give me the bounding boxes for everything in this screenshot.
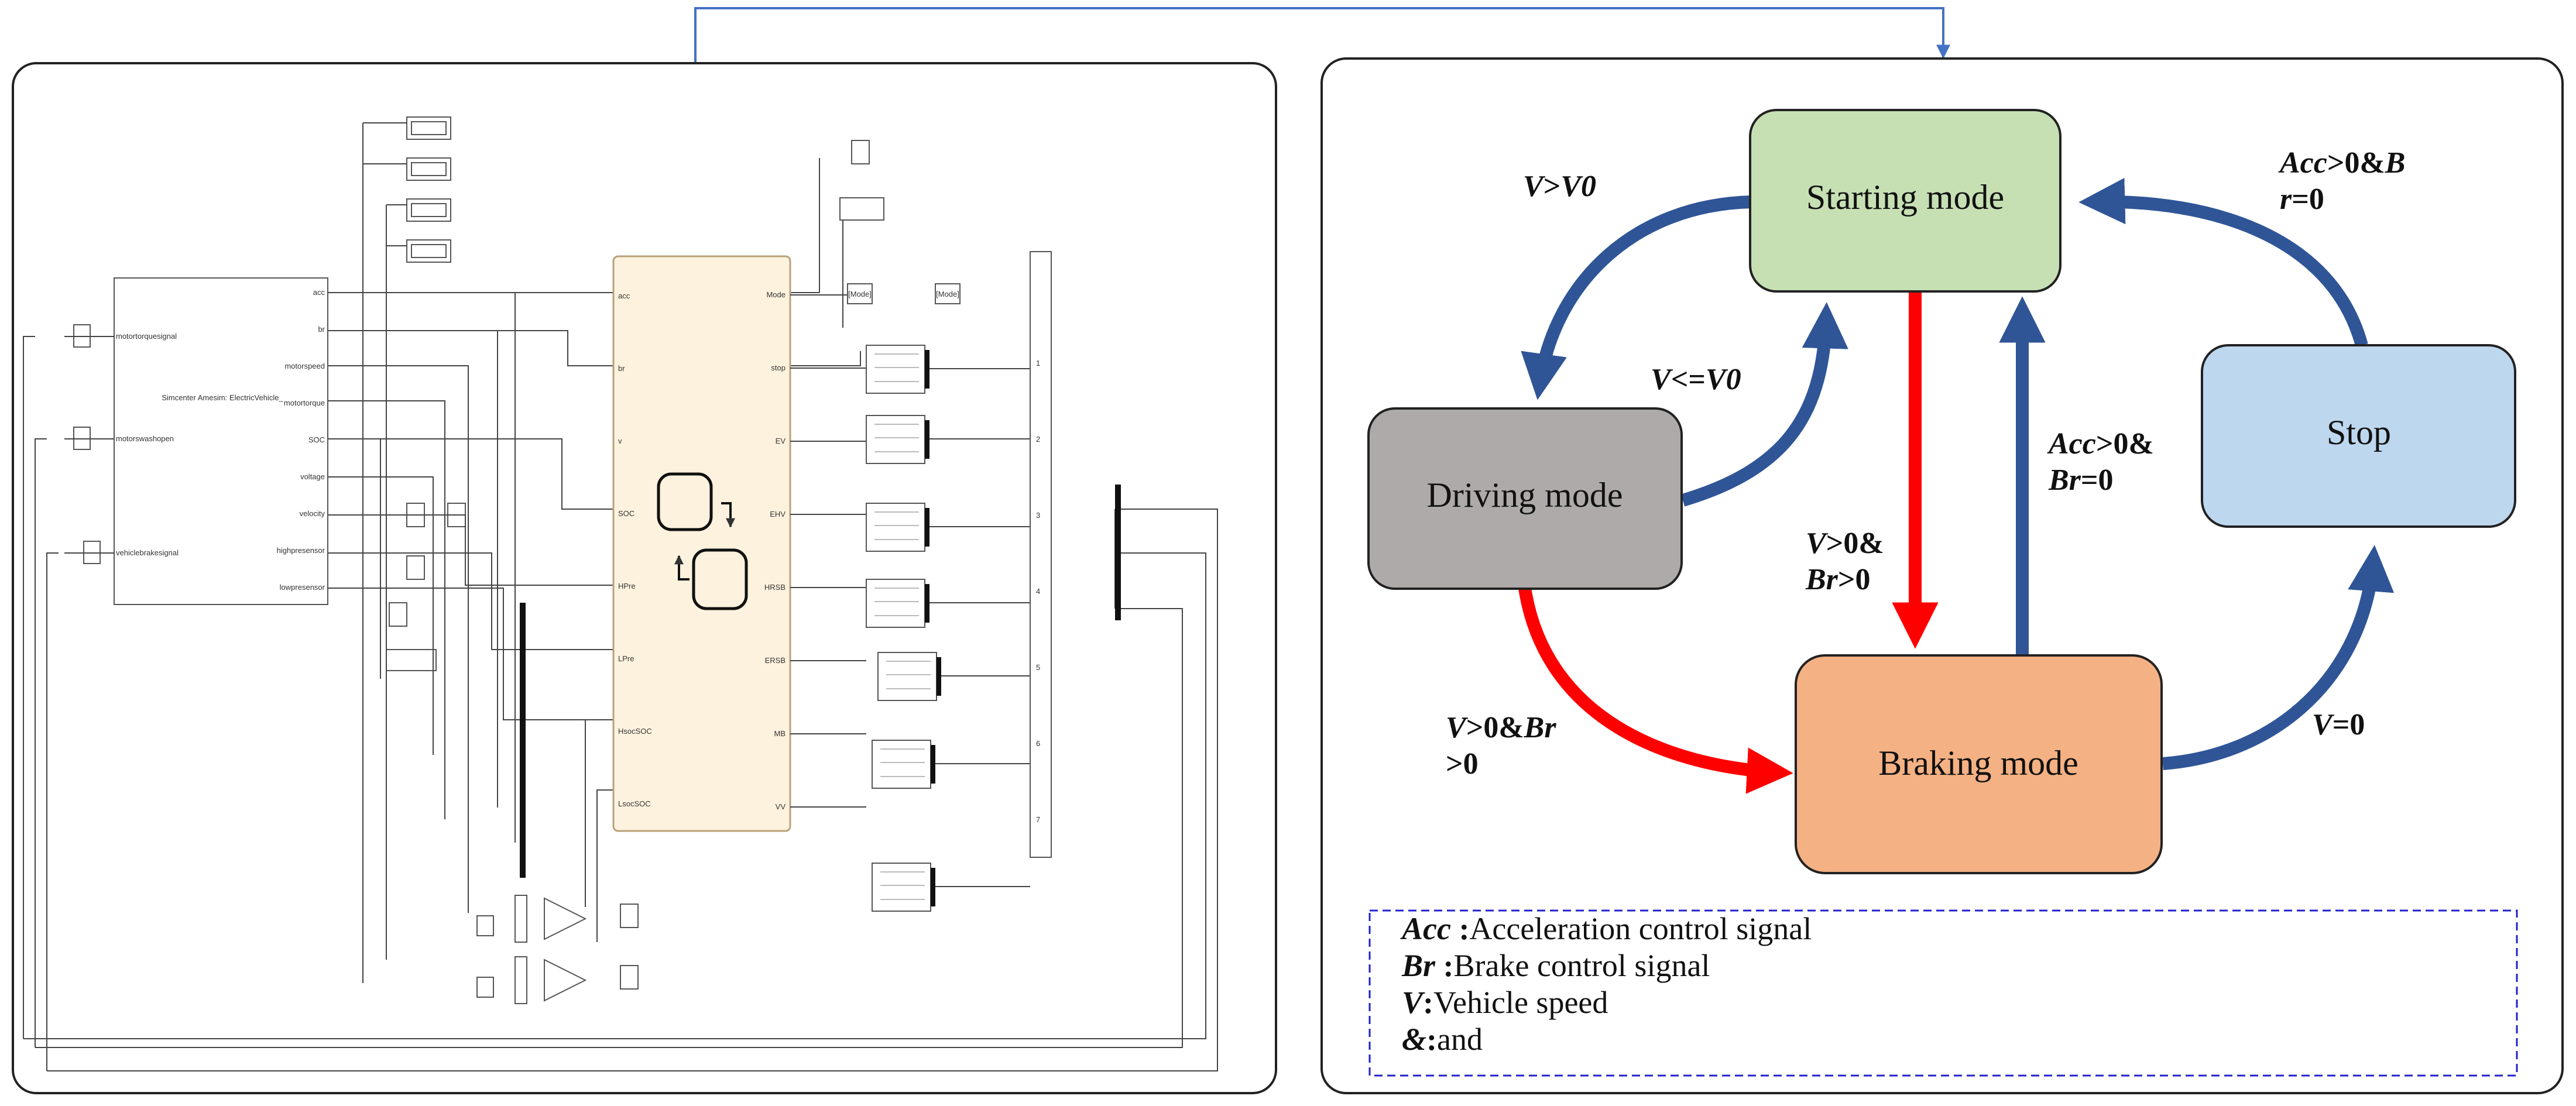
gain-blocks — [476, 895, 639, 1004]
state-machine-panel: Starting mode Driving mode Braking mode … — [1320, 57, 2564, 1094]
chart-input-port: br — [618, 364, 625, 373]
subsystem-block[interactable] — [872, 863, 1030, 912]
input-signal-label: motortorquesignal — [116, 332, 177, 341]
mux-port-label: 5 — [1036, 663, 1040, 672]
chart-input-port: HPre — [618, 582, 636, 590]
legend-row: V:Vehicle speed — [1402, 985, 1608, 1020]
chart-output-port: HRSB — [764, 583, 786, 592]
subsystem-blocks — [866, 345, 1030, 912]
mux-port-label: 4 — [1036, 587, 1040, 596]
chart-output-port: stop — [771, 363, 786, 372]
subsystem-block[interactable] — [872, 740, 1030, 789]
condition-start_to_drive: V>V0 — [1523, 170, 1596, 203]
mux-block: 1 2 3 4 5 6 7 — [1030, 251, 1052, 858]
mux-port-label: 6 — [1036, 739, 1040, 748]
mux-port-label: 7 — [1036, 815, 1040, 824]
subsystem-block[interactable] — [877, 652, 1030, 701]
state-driving-label: Driving mode — [1427, 476, 1623, 514]
vehicle-output-label: br — [318, 325, 325, 334]
chart-input-port: v — [618, 437, 622, 445]
chart-input-port: LsocSOC — [618, 799, 651, 808]
vehicle-output-label: voltage — [300, 472, 325, 481]
bus-bar-right — [1115, 485, 1121, 620]
chart-output-port: ERSB — [765, 656, 786, 665]
chart-input-port: SOC — [618, 509, 634, 518]
chart-output-port: VV — [776, 802, 786, 811]
state-starting-label: Starting mode — [1806, 178, 2004, 217]
legend-row: Br :Brake control signal — [1401, 948, 1710, 983]
goto-tags: [Mode] [Mode] — [839, 140, 961, 304]
arrow-drive-to-start — [1680, 302, 1848, 507]
vehicle-output-label: motortorque — [284, 399, 325, 407]
bus-bar-left — [520, 603, 526, 878]
chart-output-port: EHV — [770, 510, 786, 518]
mux-port-label: 3 — [1036, 511, 1040, 520]
vehicle-model-block[interactable]: Simcenter Amesim: ElectricVehicle_ acc br… — [114, 277, 328, 605]
subsystem-block[interactable] — [866, 503, 1030, 552]
subsystem-block[interactable] — [866, 415, 1030, 464]
state-driving[interactable]: Driving mode — [1367, 407, 1683, 590]
vehicle-output-label: highpresensor — [277, 546, 325, 555]
state-stop-label: Stop — [2327, 413, 2391, 452]
svg-text:[Mode]: [Mode] — [936, 290, 959, 298]
arrow-start-to-drive — [1521, 195, 1752, 400]
mux-port-label: 1 — [1036, 359, 1040, 367]
chart-output-port: MB — [774, 729, 786, 738]
chart-output-port: EV — [776, 437, 786, 445]
subsystem-block[interactable] — [866, 345, 1030, 394]
chart-input-port: acc — [618, 291, 630, 300]
vehicle-output-label: velocity — [300, 509, 325, 518]
condition-brake_to_stop: V=0 — [2312, 708, 2365, 741]
state-starting[interactable]: Starting mode — [1749, 109, 2062, 293]
state-braking-label: Braking mode — [1878, 744, 2078, 782]
state-braking[interactable]: Braking mode — [1795, 654, 2163, 874]
vehicle-output-label: lowpresensor — [280, 583, 325, 592]
vehicle-output-label: acc — [313, 288, 325, 297]
vehicle-block-title: Simcenter Amesim: ElectricVehicle_ — [162, 393, 283, 402]
input-signal-label: vehiclebrakesignal — [116, 548, 179, 557]
simulink-panel: Simcenter Amesim: ElectricVehicle_ acc br… — [12, 62, 1277, 1094]
condition-start_to_brake: V>0&Br>0 — [1805, 527, 1884, 596]
subsystem-block[interactable] — [866, 579, 1030, 628]
condition-drive_to_brake: V>0&Br>0 — [1446, 711, 1556, 781]
legend-row: &:and — [1402, 1022, 1483, 1057]
legend-row: Acc :Acceleration control signal — [1400, 911, 1812, 946]
condition-drive_to_start: V<=V0 — [1651, 363, 1741, 396]
chart-input-port: HsocSOC — [618, 727, 652, 736]
svg-text:[Mode]: [Mode] — [848, 290, 872, 298]
transition-conditions: V>V0V<=V0V>0&Br>0Acc>0&Br=0V>0&Br>0V=0Ac… — [1446, 146, 2405, 781]
arrow-drive-to-brake — [1518, 587, 1793, 794]
state-stop[interactable]: Stop — [2201, 344, 2516, 528]
arrow-brake-to-stop — [2162, 545, 2395, 770]
chart-state-icon-1 — [657, 472, 713, 531]
input-signal-label: motorswashopen — [116, 434, 174, 443]
vehicle-output-label: SOC — [308, 435, 325, 444]
mux-port-label: 2 — [1036, 435, 1040, 444]
arrow-stop-to-start — [2078, 178, 2368, 347]
condition-brake_to_start: Acc>0&Br=0 — [2047, 427, 2154, 497]
display-blocks-top — [386, 116, 466, 671]
chart-state-icon-2 — [692, 548, 748, 610]
vehicle-output-label: motorspeed — [284, 362, 325, 370]
chart-output-port: Mode — [766, 290, 786, 299]
chart-input-port: LPre — [618, 654, 634, 663]
